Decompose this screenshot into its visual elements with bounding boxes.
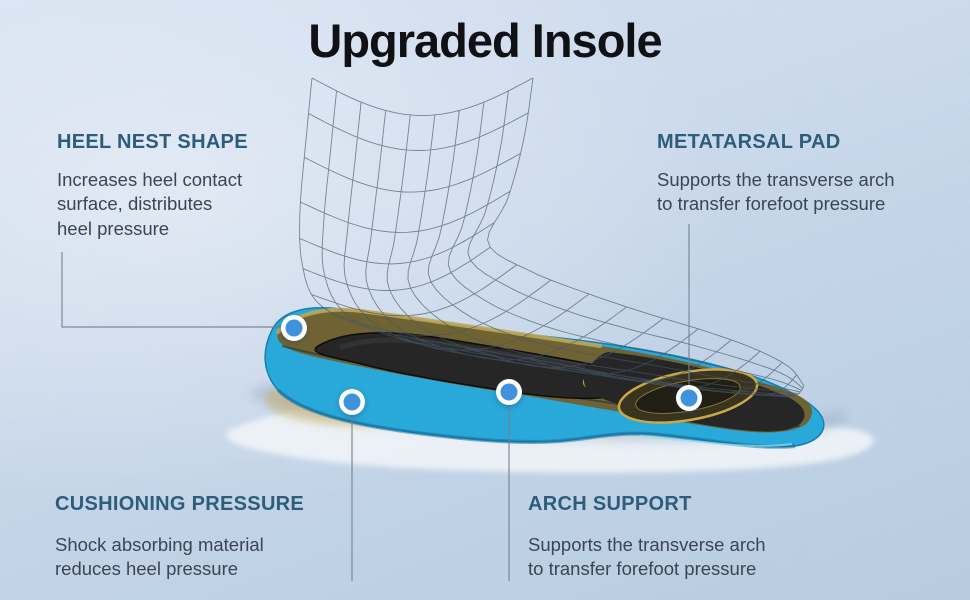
page-title: Upgraded Insole: [308, 14, 662, 67]
callout-heading: CUSHIONING PRESSURE: [55, 493, 305, 515]
callout-body: Supports the transverse arch to transfer…: [528, 534, 766, 580]
foot-wireframe-mesh: [299, 77, 805, 398]
callout-body: Shock absorbing material reduces heel pr…: [55, 534, 264, 580]
callout-heel-nest: HEEL NEST SHAPE Increases heel contact s…: [57, 131, 248, 241]
cushioning-marker: [339, 389, 365, 415]
callout-body: Supports the transverse arch to transfer…: [657, 169, 895, 215]
callout-connectors: [61, 224, 690, 581]
heel-nest-marker: [281, 315, 307, 341]
callout-arch: ARCH SUPPORT Supports the transverse arc…: [528, 493, 766, 582]
callout-heading: ARCH SUPPORT: [528, 493, 692, 515]
heel-nest-connector: [61, 252, 281, 328]
callout-heading: HEEL NEST SHAPE: [57, 131, 248, 153]
callout-metatarsal: METATARSAL PAD Supports the transverse a…: [657, 131, 895, 217]
callout-heading: METATARSAL PAD: [657, 131, 841, 153]
arch-support-marker: [496, 379, 522, 405]
callout-cushioning: CUSHIONING PRESSURE Shock absorbing mate…: [55, 493, 304, 582]
callout-body: Increases heel contact surface, distribu…: [57, 169, 243, 239]
metatarsal-pad-marker: [676, 385, 702, 411]
